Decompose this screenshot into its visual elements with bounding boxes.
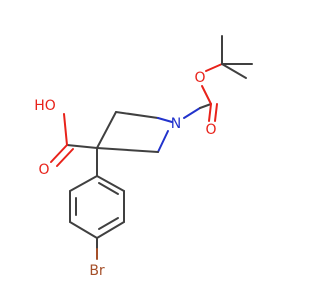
bromine-label: Br bbox=[89, 263, 105, 279]
bond-c3-cacid bbox=[66, 144, 98, 149]
boc-carbonyl-oxygen-label: O bbox=[205, 122, 216, 138]
bond-c3-c4 bbox=[96, 111, 117, 149]
bond-cacid-o-double-2 bbox=[56, 148, 74, 167]
bond-ar-1 bbox=[96, 175, 125, 192]
bond-cacid-o-double-1 bbox=[50, 144, 68, 163]
bond-cboc-o-double-2 bbox=[214, 103, 218, 122]
bond-c2-c3 bbox=[96, 147, 159, 153]
bond-ar-inner-2 bbox=[98, 217, 119, 230]
bond-ar-3 bbox=[96, 221, 125, 239]
bond-cboc-oester bbox=[201, 85, 212, 105]
bond-n-cboc bbox=[183, 107, 201, 119]
structure-canvas: HO N O O O Br bbox=[34, 35, 253, 279]
bond-oester-ctert bbox=[205, 63, 223, 72]
bond-c5-n bbox=[157, 117, 173, 123]
bond-ctert-methyl-down bbox=[221, 63, 247, 79]
bond-cboc-o-double-1 bbox=[208, 103, 212, 122]
bond-ar-inner-1 bbox=[98, 182, 119, 195]
bond-n-c2 bbox=[157, 130, 169, 153]
acid-carbonyl-oxygen-label: O bbox=[38, 162, 49, 178]
boc-ester-oxygen-label: O bbox=[194, 70, 205, 86]
nitrogen-label: N bbox=[171, 116, 181, 132]
bond-cacid-oh bbox=[63, 113, 68, 146]
bond-ar-4 bbox=[69, 221, 98, 239]
bond-c4-c5 bbox=[115, 111, 159, 119]
molecule-diagram: HO N O O O Br bbox=[34, 35, 253, 279]
hydroxyl-label: HO bbox=[34, 98, 56, 114]
bond-ar-6 bbox=[69, 175, 98, 192]
bond-cboc-segment bbox=[199, 103, 212, 109]
